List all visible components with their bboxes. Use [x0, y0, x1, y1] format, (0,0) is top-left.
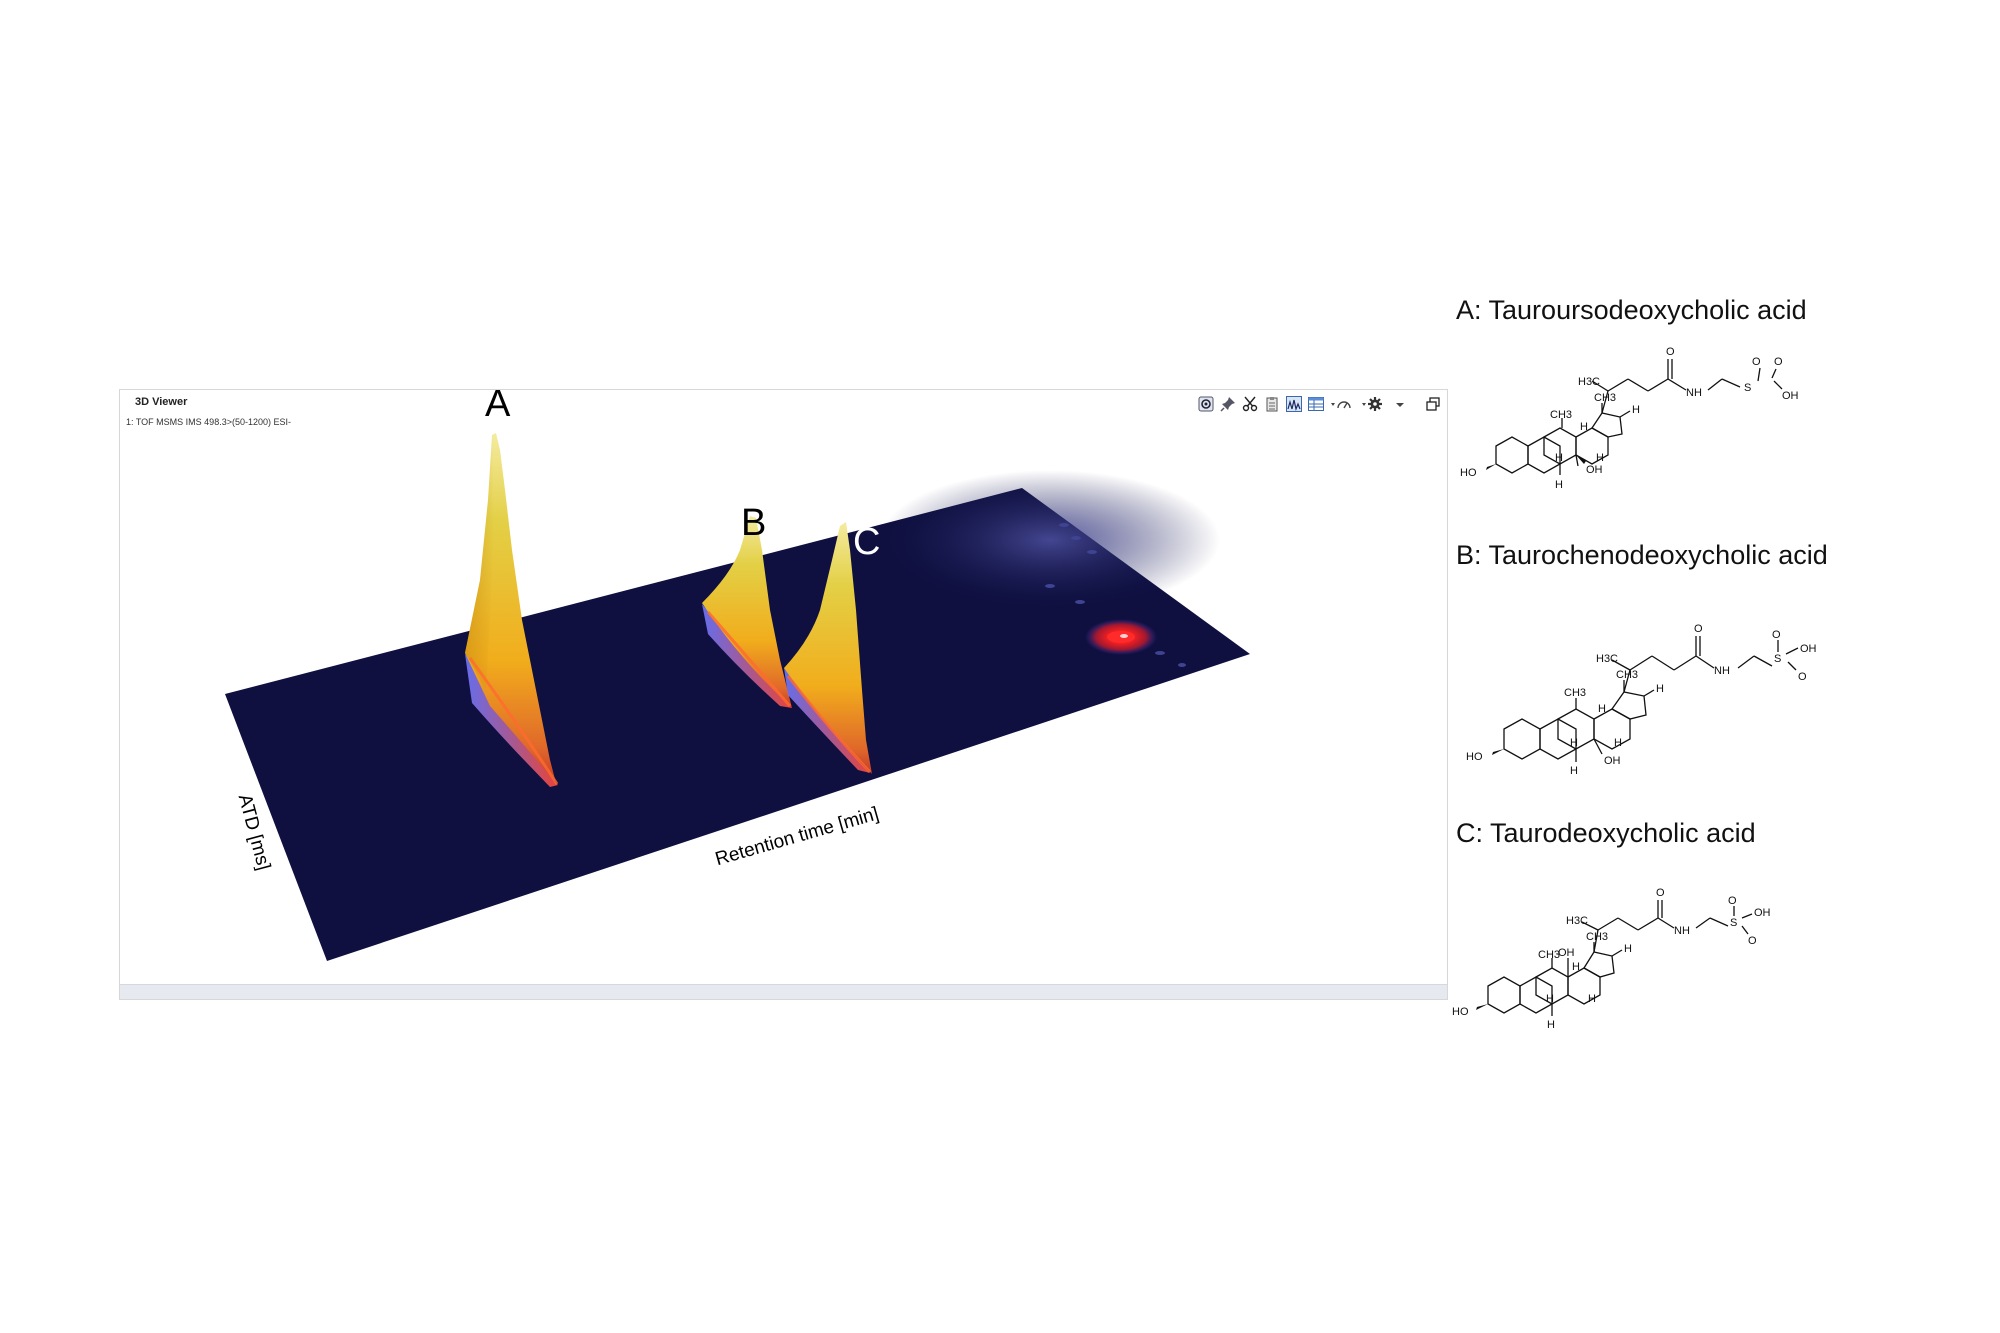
- peak-label-b: B: [741, 502, 767, 544]
- svg-text:H: H: [1572, 961, 1580, 973]
- peak-label-a: A: [485, 390, 511, 425]
- viewer-title: 3D Viewer: [135, 396, 188, 408]
- surface-glow: [880, 470, 1220, 610]
- svg-text:S: S: [1730, 917, 1737, 929]
- svg-text:H: H: [1570, 765, 1578, 777]
- svg-text:O: O: [1772, 629, 1781, 641]
- compound-c-structure: HO OH H3C CH3 CH3 H H H H H O NH S O O O…: [1452, 887, 1771, 1031]
- svg-text:OH: OH: [1604, 755, 1621, 767]
- svg-text:H3C: H3C: [1596, 653, 1618, 665]
- svg-text:HO: HO: [1466, 751, 1483, 763]
- svg-text:NH: NH: [1686, 387, 1702, 399]
- compound-c: C: Taurodeoxycholic acid: [1452, 818, 2000, 1053]
- svg-text:S: S: [1744, 382, 1751, 394]
- compound-b-structure: HO OH H3C CH3 CH3 H H H H H O NH S O O O…: [1466, 623, 1817, 777]
- svg-text:HO: HO: [1460, 467, 1477, 479]
- svg-text:O: O: [1798, 671, 1807, 683]
- surface-plane: [225, 488, 1250, 961]
- 3d-surface: [225, 433, 1250, 961]
- peak-b: [702, 516, 792, 708]
- compound-b-name: B: Taurochenodeoxycholic acid: [1456, 540, 1828, 570]
- svg-text:CH3: CH3: [1564, 687, 1586, 699]
- svg-text:O: O: [1666, 346, 1675, 358]
- svg-text:H: H: [1632, 404, 1640, 416]
- compound-c-name: C: Taurodeoxycholic acid: [1456, 818, 1756, 848]
- peak-a: [465, 433, 559, 787]
- speed-gauge-icon[interactable]: [1329, 396, 1355, 413]
- svg-text:H: H: [1614, 737, 1622, 749]
- svg-text:O: O: [1774, 356, 1783, 368]
- table-icon[interactable]: [1307, 396, 1324, 413]
- svg-text:H: H: [1555, 452, 1563, 464]
- svg-text:CH3: CH3: [1586, 931, 1608, 943]
- viewer-subtitle: 1: TOF MSMS IMS 498.3>(50-1200) ESI-: [126, 417, 291, 427]
- svg-text:H: H: [1570, 737, 1578, 749]
- svg-text:CH3: CH3: [1550, 409, 1572, 421]
- svg-text:OH: OH: [1782, 390, 1799, 402]
- svg-text:HO: HO: [1452, 1006, 1469, 1018]
- svg-text:H: H: [1580, 421, 1588, 433]
- svg-text:NH: NH: [1714, 665, 1730, 677]
- pin-icon[interactable]: [1219, 396, 1236, 413]
- svg-text:CH3: CH3: [1616, 669, 1638, 681]
- status-bar: [120, 984, 1447, 999]
- 3d-plot[interactable]: A B C Retention time [min] ATD [ms]: [120, 390, 1449, 1001]
- peak-label-c: C: [853, 521, 881, 563]
- spectrum-icon[interactable]: [1285, 396, 1302, 413]
- svg-text:OH: OH: [1800, 643, 1817, 655]
- peak-c: [784, 522, 872, 774]
- scissors-icon[interactable]: [1241, 396, 1258, 413]
- svg-text:H: H: [1598, 703, 1606, 715]
- dropdown-chevron-icon[interactable]: [1391, 396, 1408, 413]
- svg-text:H: H: [1547, 1019, 1555, 1031]
- svg-text:NH: NH: [1674, 925, 1690, 937]
- svg-text:OH: OH: [1586, 464, 1603, 476]
- noise-dots: [1045, 523, 1186, 667]
- 3d-viewer-window: A B C Retention time [min] ATD [ms] 3D V…: [119, 389, 1448, 1000]
- svg-text:H: H: [1624, 943, 1632, 955]
- svg-text:O: O: [1728, 895, 1737, 907]
- svg-text:H3C: H3C: [1578, 376, 1600, 388]
- svg-text:O: O: [1656, 887, 1665, 899]
- restore-window-icon[interactable]: [1424, 396, 1441, 413]
- clipboard-icon[interactable]: [1263, 396, 1280, 413]
- compound-a-name: A: Tauroursodeoxycholic acid: [1456, 295, 1807, 325]
- svg-text:S: S: [1774, 653, 1781, 665]
- svg-text:O: O: [1694, 623, 1703, 635]
- svg-text:O: O: [1752, 356, 1761, 368]
- target-icon[interactable]: [1197, 396, 1214, 413]
- svg-text:CH3: CH3: [1594, 392, 1616, 404]
- svg-text:H: H: [1588, 993, 1596, 1005]
- svg-text:OH: OH: [1558, 947, 1575, 959]
- svg-text:H: H: [1555, 479, 1563, 491]
- svg-text:H: H: [1596, 452, 1604, 464]
- svg-text:H3C: H3C: [1566, 915, 1588, 927]
- compound-a: A: Tauroursodeoxycholic acid: [1452, 295, 2000, 520]
- svg-text:H: H: [1546, 993, 1554, 1005]
- viewer-toolbar: [1197, 393, 1441, 415]
- svg-text:O: O: [1748, 935, 1757, 947]
- svg-text:OH: OH: [1754, 907, 1771, 919]
- compound-a-structure: HO OH H3C CH3 CH3 H H H H H O NH S O O O…: [1460, 346, 1799, 491]
- svg-text:CH3: CH3: [1538, 949, 1560, 961]
- svg-text:H: H: [1656, 683, 1664, 695]
- gear-icon[interactable]: [1360, 396, 1386, 413]
- compound-b: B: Taurochenodeoxycholic acid: [1452, 540, 2000, 795]
